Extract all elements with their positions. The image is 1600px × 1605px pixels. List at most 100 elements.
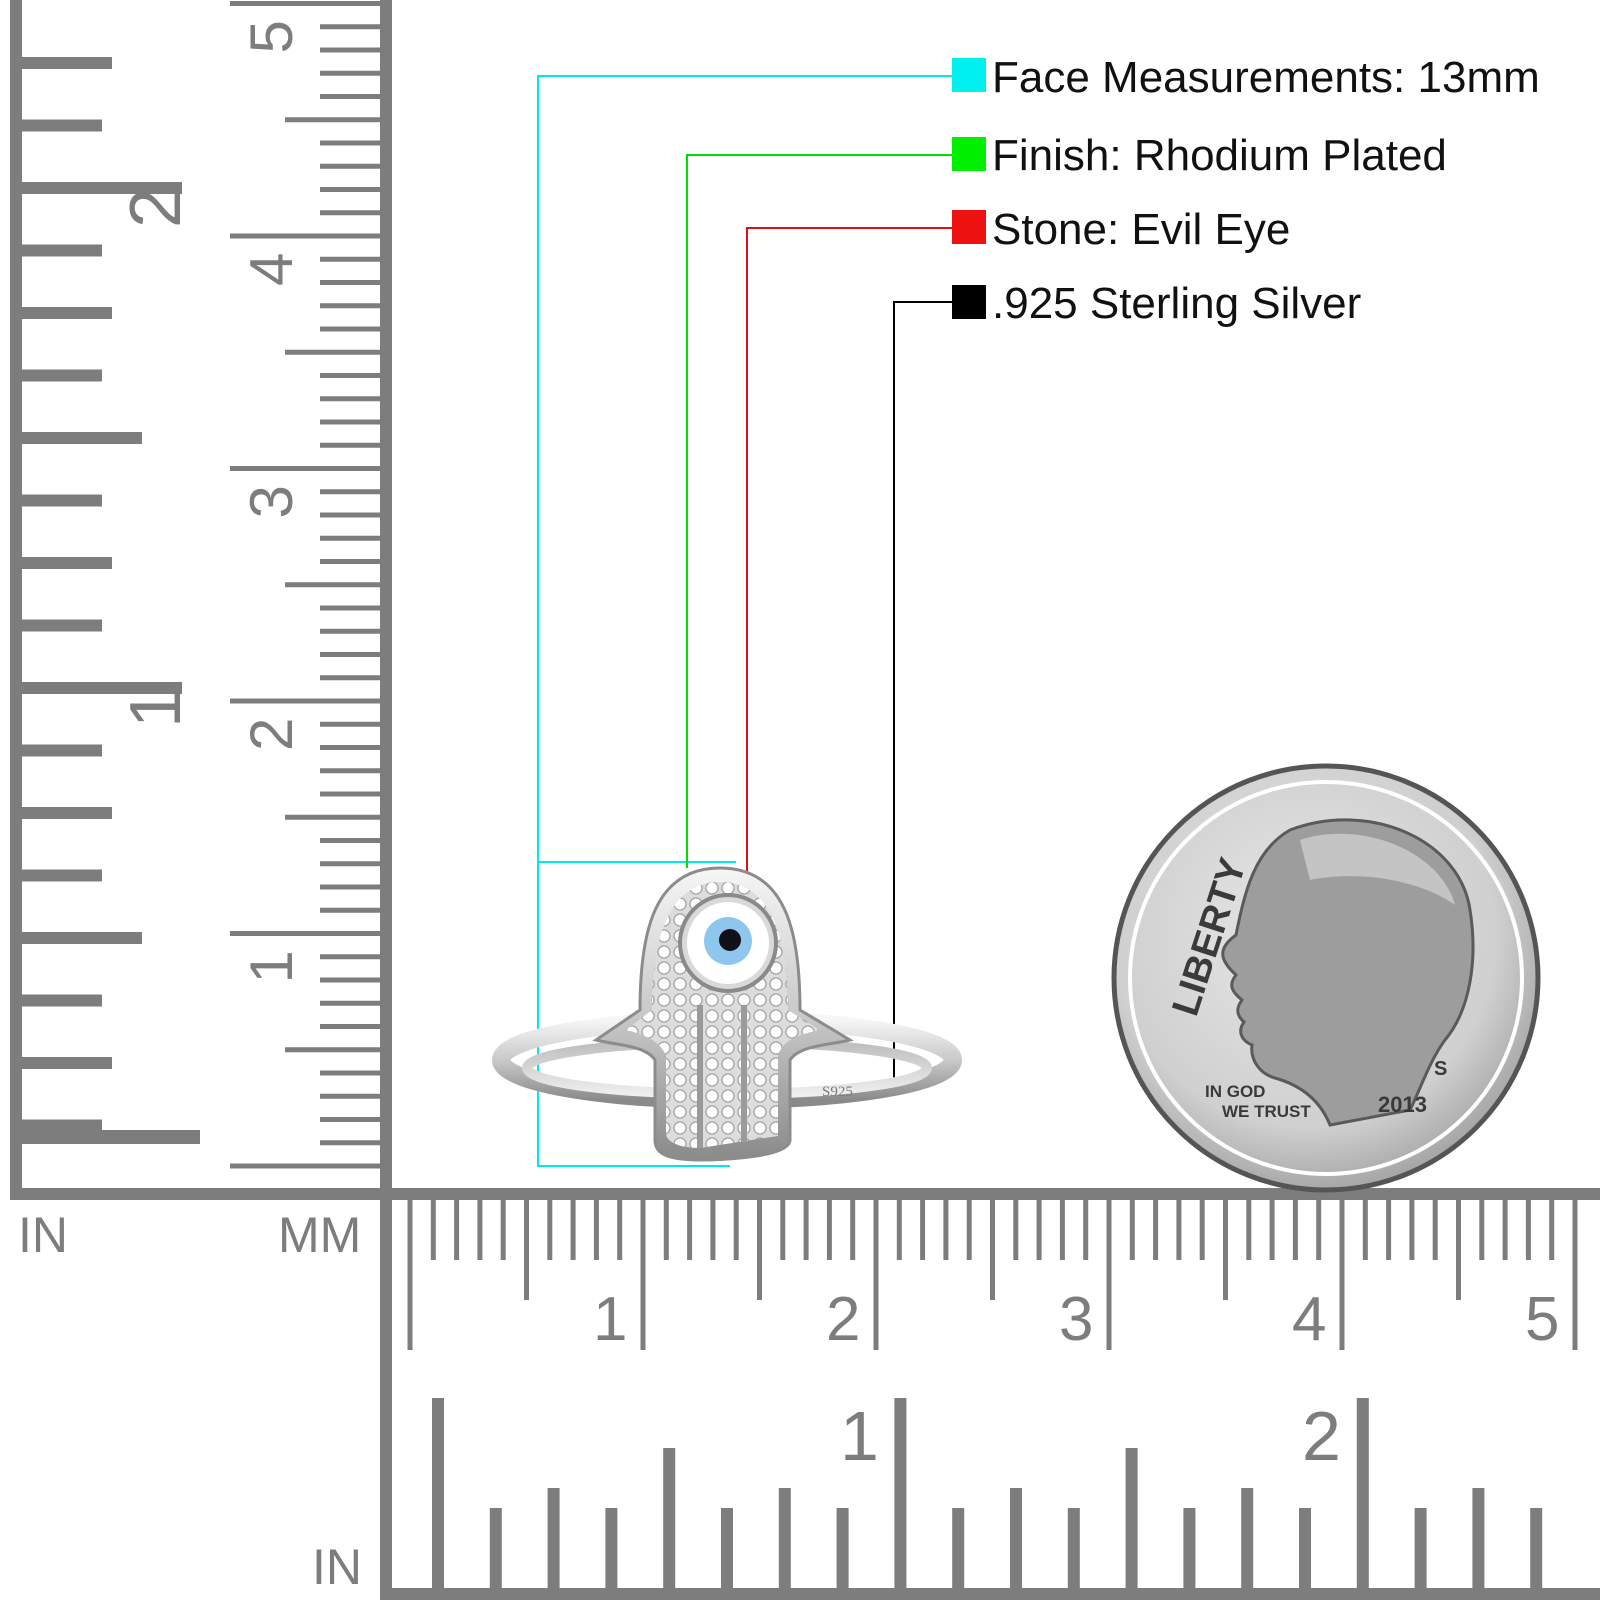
left-ruler-mm-edge xyxy=(380,0,392,1200)
left-mm-tick xyxy=(320,442,380,448)
left-mm-tick xyxy=(320,1140,380,1146)
leader-line-stone xyxy=(746,227,972,948)
bottom-cm-number: 4 xyxy=(1292,1285,1326,1354)
left-mm-tick xyxy=(320,745,380,750)
left-mm-tick xyxy=(320,884,380,890)
left-mm-tick xyxy=(320,768,380,774)
bottom-mm-tick xyxy=(1106,1200,1112,1350)
spec-legend: Face Measurements: 13mm Finish: Rhodium … xyxy=(952,53,1540,328)
bottom-mm-tick xyxy=(687,1200,693,1260)
spec-label-face-measurements: Face Measurements: 13mm xyxy=(992,53,1540,102)
spec-label-metal: .925 Sterling Silver xyxy=(992,279,1361,328)
left-inch-number: 2 xyxy=(116,188,196,228)
bottom-mm-tick xyxy=(617,1200,623,1260)
left-inch-tick xyxy=(22,119,102,132)
left-mm-tick xyxy=(320,1000,380,1006)
unit-label-in-bottom: IN xyxy=(312,1539,362,1595)
bottom-mm-tick xyxy=(757,1200,762,1300)
left-inch-tick xyxy=(22,432,142,444)
spec-label-finish: Finish: Rhodium Plated xyxy=(992,131,1447,180)
dime-coin: LIBERTY IN GOD WE TRUST 2013 S xyxy=(1111,763,1541,1193)
left-mm-tick xyxy=(320,791,380,797)
left-mm-tick xyxy=(230,233,380,239)
left-mm-tick xyxy=(320,163,380,169)
left-inch-tick xyxy=(22,1119,102,1132)
bottom-inch-tick xyxy=(547,1488,560,1588)
bottom-inch-tick xyxy=(1299,1508,1311,1588)
bottom-mm-tick xyxy=(1223,1200,1228,1300)
bottom-mm-tick xyxy=(1153,1200,1159,1260)
left-cm-number: 4 xyxy=(238,253,305,286)
left-mm-tick xyxy=(230,931,380,936)
coin-year: 2013 xyxy=(1378,1092,1427,1117)
bottom-cm-number: 5 xyxy=(1525,1285,1559,1354)
left-inch-tick xyxy=(22,244,102,257)
bottom-inch-number: 1 xyxy=(840,1397,879,1475)
bottom-mm-tick xyxy=(966,1200,972,1260)
bottom-mm-tick xyxy=(1199,1200,1205,1260)
bottom-mm-tick xyxy=(1246,1200,1252,1260)
spec-leader-lines xyxy=(537,75,972,1167)
left-mm-tick xyxy=(320,977,380,983)
left-mm-tick xyxy=(320,489,380,495)
bottom-inch-tick xyxy=(1067,1508,1080,1588)
bottom-inch-tick xyxy=(1241,1488,1254,1588)
left-mm-tick xyxy=(320,140,380,146)
left-cm-number: 3 xyxy=(238,485,305,518)
swatch-stone xyxy=(952,210,986,244)
spec-label-stone: Stone: Evil Eye xyxy=(992,205,1290,254)
left-ruler-inch-edge xyxy=(10,0,22,1200)
coin-motto-line2: WE TRUST xyxy=(1222,1102,1311,1121)
bottom-cm-number: 3 xyxy=(1059,1285,1093,1354)
bottom-mm-tick xyxy=(1386,1200,1392,1260)
left-mm-tick xyxy=(320,373,380,378)
left-mm-tick xyxy=(230,466,380,471)
bottom-mm-tick xyxy=(1362,1200,1368,1260)
bottom-mm-tick xyxy=(1549,1200,1555,1260)
left-inch-number: 1 xyxy=(116,688,196,728)
left-inch-tick xyxy=(22,1057,112,1069)
left-inch-tick xyxy=(22,182,182,194)
bottom-inch-tick xyxy=(836,1508,849,1588)
bottom-mm-tick xyxy=(1409,1200,1415,1260)
left-mm-tick xyxy=(320,396,380,402)
bottom-mm-tick xyxy=(1036,1200,1042,1260)
leader-line-face-measurements xyxy=(537,75,972,1167)
left-inch-ticks xyxy=(22,57,200,1144)
left-mm-tick xyxy=(320,652,380,657)
bottom-mm-tick xyxy=(477,1200,483,1260)
left-mm-tick xyxy=(320,1024,380,1029)
left-mm-tick xyxy=(230,698,380,704)
left-mm-tick xyxy=(320,326,380,332)
bottom-mm-tick xyxy=(733,1200,739,1260)
left-inch-tick xyxy=(22,869,102,882)
bottom-mm-tick xyxy=(1316,1200,1322,1260)
left-mm-tick xyxy=(320,512,380,518)
left-mm-tick xyxy=(320,24,380,30)
bottom-inch-tick xyxy=(1010,1488,1022,1588)
left-mm-tick xyxy=(320,187,380,192)
bottom-mm-tick xyxy=(1083,1200,1089,1260)
left-inch-tick xyxy=(22,494,102,507)
bottom-mm-tick xyxy=(500,1200,506,1260)
bottom-cm-number: 1 xyxy=(593,1285,627,1354)
bottom-ruler-left-edge xyxy=(380,1188,392,1600)
swatch-finish xyxy=(952,137,986,171)
bottom-mm-tick xyxy=(1479,1200,1485,1260)
bottom-inch-tick xyxy=(1414,1508,1427,1588)
left-mm-tick xyxy=(320,861,380,867)
left-mm-tick xyxy=(230,1163,380,1169)
bottom-mm-tick xyxy=(710,1200,716,1260)
bottom-inch-tick xyxy=(663,1448,676,1588)
left-cm-number: 1 xyxy=(238,950,305,983)
bottom-mm-tick xyxy=(1572,1200,1578,1350)
bottom-inch-tick xyxy=(605,1508,618,1588)
left-mm-tick xyxy=(320,954,380,960)
bottom-mm-tick xyxy=(1502,1200,1508,1260)
left-mm-tick xyxy=(320,47,380,53)
left-mm-tick xyxy=(285,117,380,123)
bottom-mm-ticks xyxy=(407,1200,1578,1350)
